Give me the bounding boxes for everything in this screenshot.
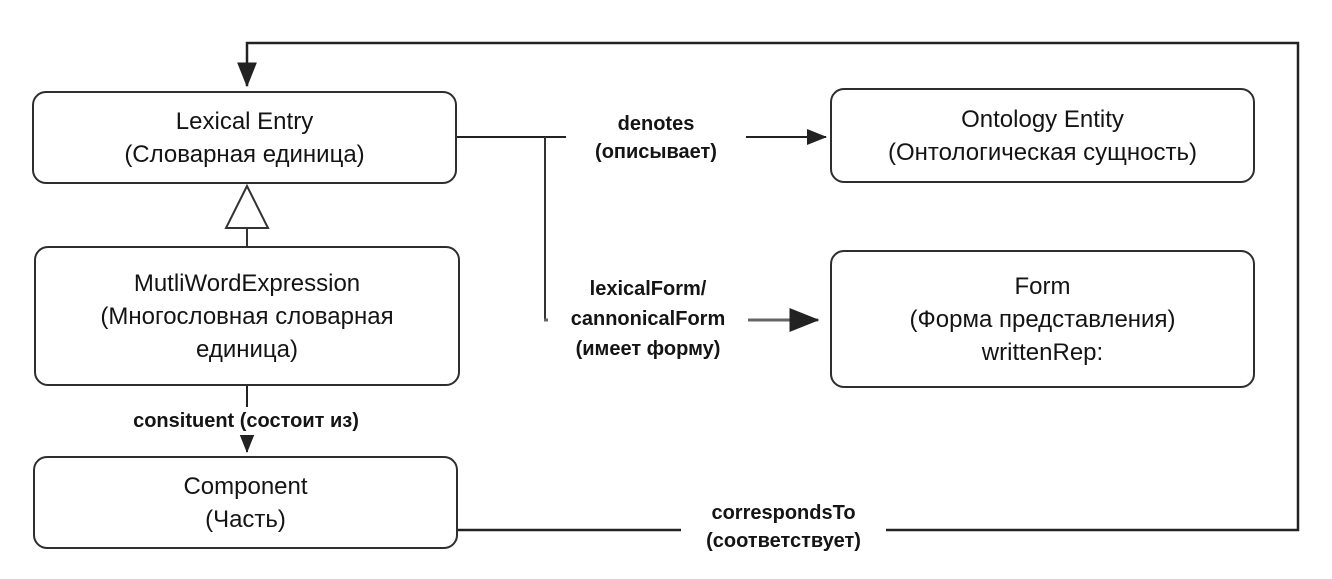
node-subtitle: (Многословная словарная единица) bbox=[100, 302, 394, 363]
node-lexical-entry: Lexical Entry (Словарная единица) bbox=[32, 91, 457, 184]
node-subtitle: (Форма представления) bbox=[909, 305, 1176, 333]
node-subtitle: (Онтологическая сущность) bbox=[888, 138, 1197, 166]
edge-label-line: (имеет форму) bbox=[575, 338, 721, 360]
node-title: Form bbox=[1014, 272, 1071, 300]
node-form: Form (Форма представления) writtenRep: bbox=[830, 250, 1255, 388]
edge-label-lexical-form: lexicalForm/ cannonicalForm (имеет форму… bbox=[548, 274, 748, 364]
node-title: Component bbox=[183, 472, 308, 500]
node-component: Component (Часть) bbox=[33, 456, 458, 549]
edge-label-line: (описывает) bbox=[595, 141, 717, 163]
edge-label-line: consituent (состоит из) bbox=[133, 410, 359, 432]
edge-label-line: correspondsTo bbox=[711, 502, 856, 524]
generalization-triangle-icon bbox=[224, 183, 270, 229]
edge-label-line: denotes bbox=[617, 113, 695, 135]
node-title: MutliWordExpression bbox=[133, 269, 361, 297]
edge-label-denotes: denotes (описывает) bbox=[566, 110, 746, 166]
node-attribute-written-rep: writtenRep: bbox=[981, 338, 1104, 366]
node-title: Lexical Entry bbox=[175, 107, 314, 135]
node-title: Ontology Entity bbox=[961, 105, 1124, 133]
node-subtitle: (Часть) bbox=[205, 505, 286, 533]
edge-label-line: lexicalForm/ bbox=[589, 278, 707, 300]
edge-label-constituent: consituent (состоит из) bbox=[106, 407, 386, 435]
node-ontology-entity: Ontology Entity (Онтологическая сущность… bbox=[830, 88, 1255, 183]
node-subtitle: (Словарная единица) bbox=[124, 140, 365, 168]
edge-label-corresponds-to: correspondsTo (соответствует) bbox=[681, 499, 886, 555]
edge-label-line: (соответствует) bbox=[706, 530, 861, 552]
node-multi-word-expression: MutliWordExpression (Многословная словар… bbox=[34, 246, 460, 386]
edge-corresponds-to bbox=[237, 41, 1300, 532]
edge-label-line: cannonicalForm bbox=[570, 308, 726, 330]
